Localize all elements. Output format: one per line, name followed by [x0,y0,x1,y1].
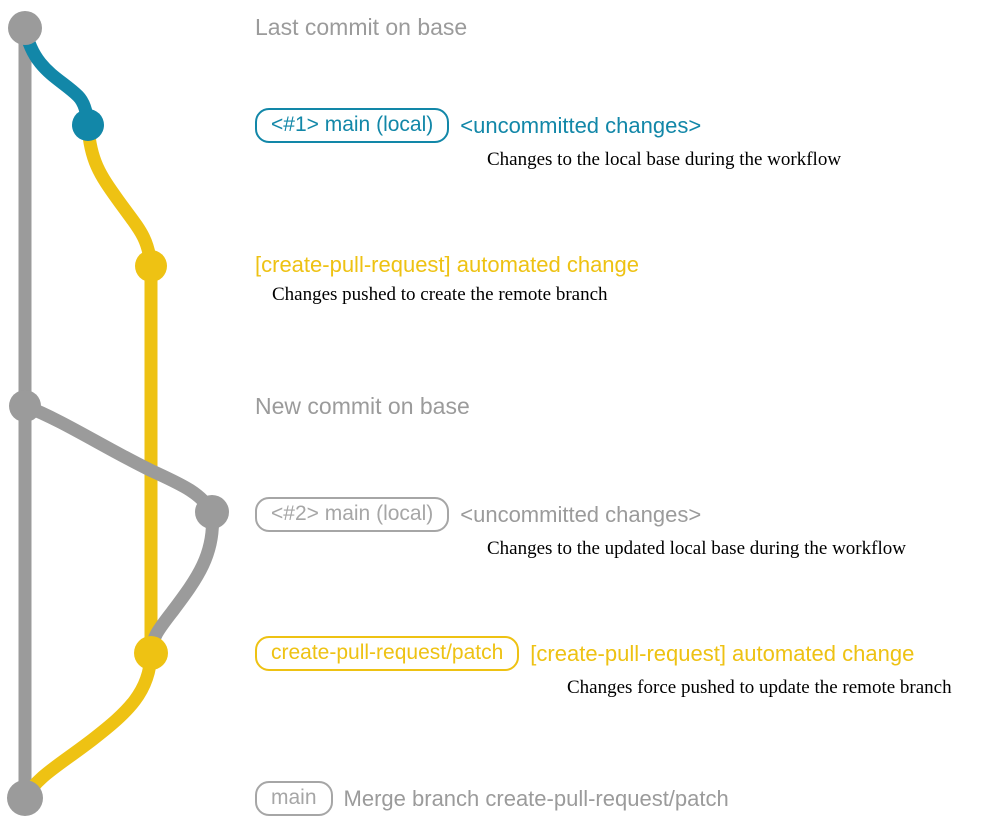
commit-note: Changes to the updated local base during… [487,538,906,559]
branch-badge-main-local-2[interactable]: <#2> main (local) [255,497,450,532]
commit-row-new-commit-on-base: New commit on base [255,393,470,419]
commit-row-merge-commit: main Merge branch create-pull-request/pa… [255,781,729,816]
edge-local-1-to-remote-1 [81,118,158,273]
edge-base-to-local-1 [18,21,95,132]
git-graph [7,11,229,816]
commit-row-local-uncommitted-2: <#2> main (local) <uncommitted changes> … [255,497,906,560]
commit-note: Changes pushed to create the remote bran… [272,284,608,305]
branch-badge-main[interactable]: main [255,781,333,816]
commit-note: Changes to the local base during the wor… [487,149,842,170]
edge-local-2-to-remote-2 [144,505,220,660]
node-remote-commit-1[interactable] [135,250,167,282]
commit-subject: [create-pull-request] automated change [255,252,640,277]
commit-subject: Merge branch create-pull-request/patch [343,785,729,811]
node-merge-commit[interactable] [7,780,43,816]
commit-subject: [create-pull-request] automated change [530,640,915,666]
commit-row-automated-change-update: create-pull-request/patch [create-pull-r… [255,636,952,699]
edge-base-new-to-local-2 [18,399,219,519]
commit-note: Changes force pushed to update the remot… [567,677,952,698]
node-base-head[interactable] [8,11,42,45]
node-local-commit-2[interactable] [195,495,229,529]
node-local-commit-1[interactable] [72,109,104,141]
commit-row-local-uncommitted-1: <#1> main (local) <uncommitted changes> … [255,108,841,171]
commit-subject: <uncommitted changes> [460,112,702,138]
commit-subject: <uncommitted changes> [460,501,702,527]
node-base-new-commit[interactable] [9,390,41,422]
branch-badge-main-local-1[interactable]: <#1> main (local) [255,108,450,143]
commit-row-automated-change-create: [create-pull-request] automated change C… [255,252,639,306]
commit-subject: Last commit on base [255,14,468,40]
node-remote-commit-2[interactable] [134,636,168,670]
edge-remote-2-to-merge [18,646,158,805]
commit-subject: New commit on base [255,393,470,419]
branch-badge-create-pull-request-patch[interactable]: create-pull-request/patch [255,636,520,671]
commit-row-last-commit-on-base: Last commit on base [255,14,467,40]
